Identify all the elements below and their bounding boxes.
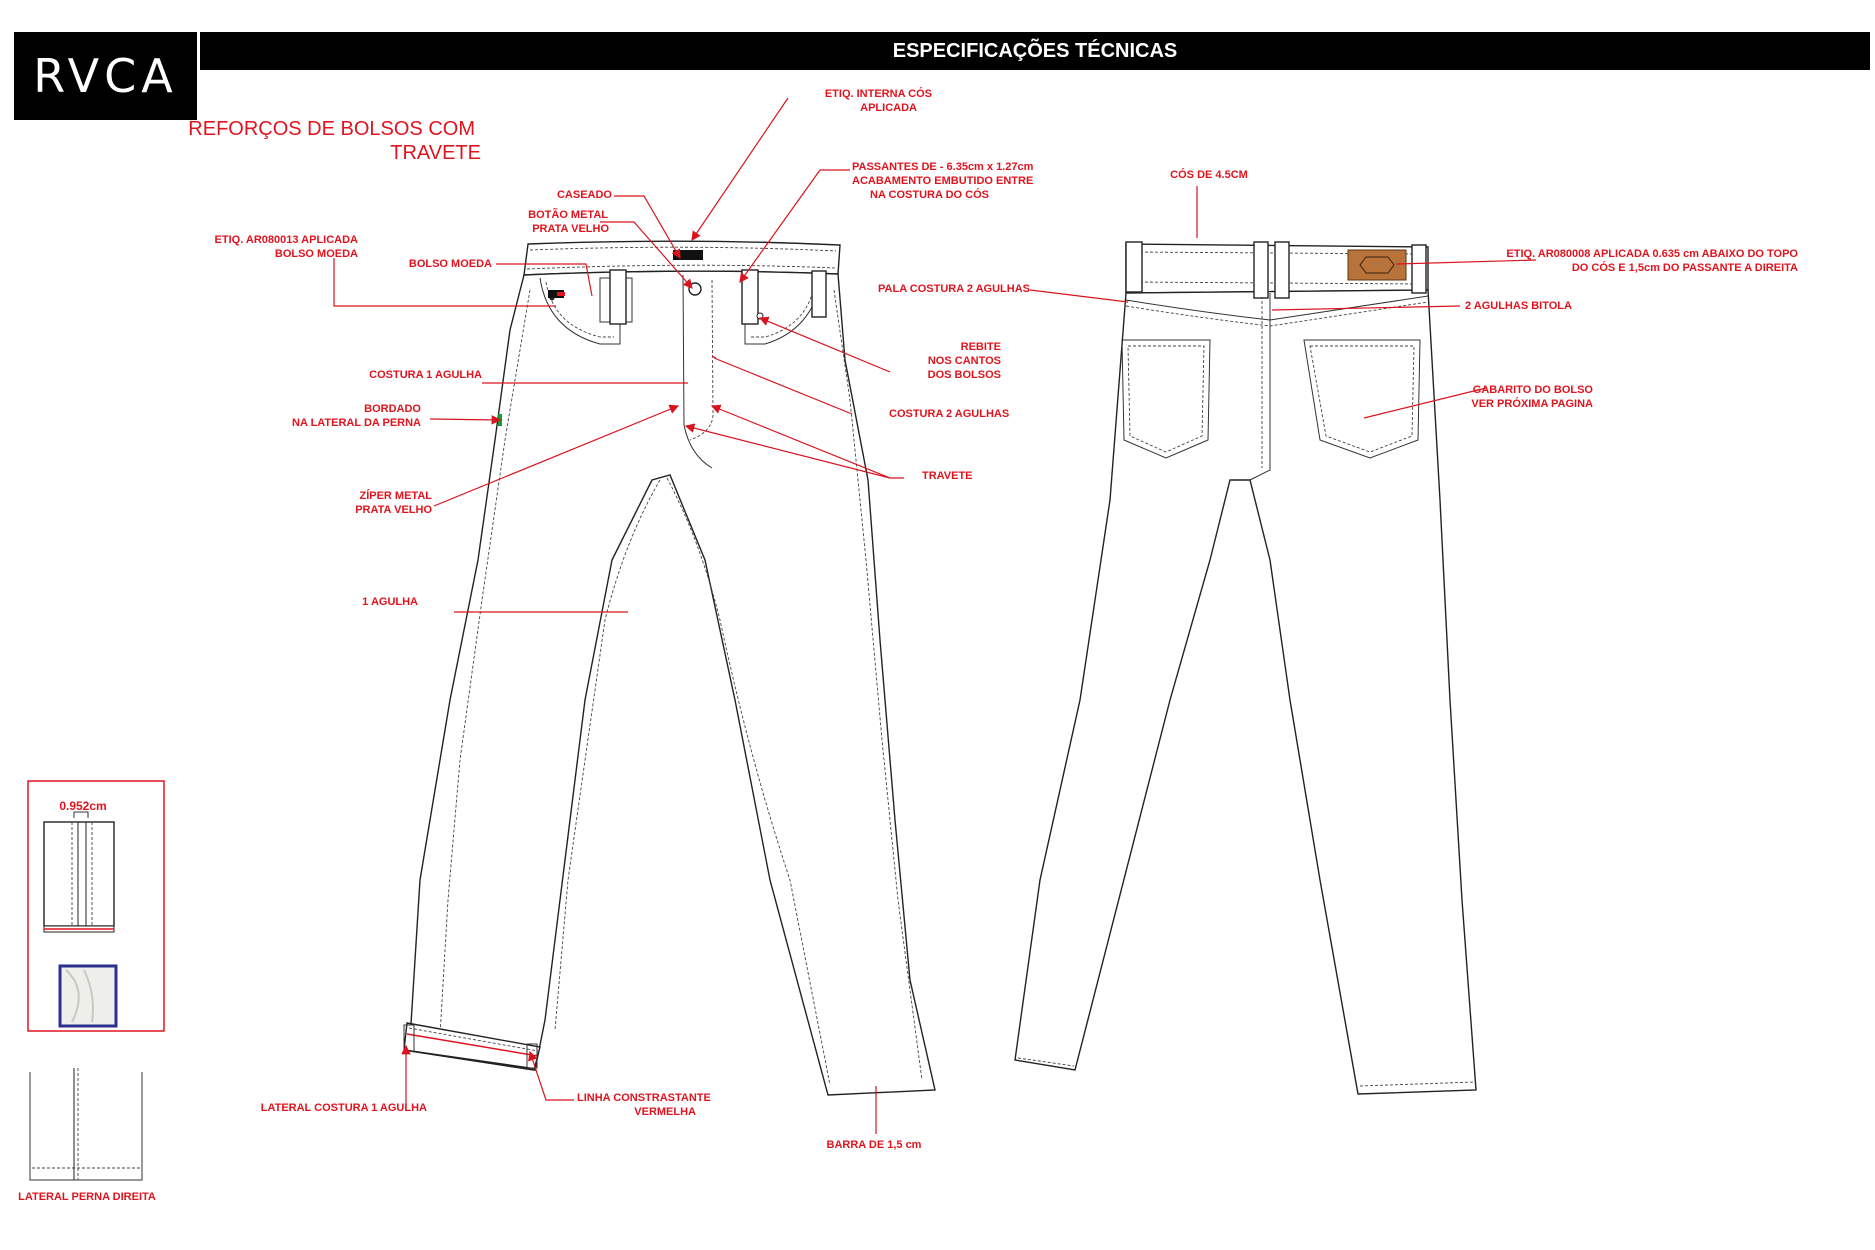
label-caseado: CASEADO [557,189,612,201]
label-botao-1: BOTÃO METAL [528,208,608,221]
label-ziper-1: ZÍPER METAL [359,489,432,502]
label-etiq-interna-1: ETIQ. INTERNA CÓS [825,87,932,100]
label-etiq-moeda-1: ETIQ. AR080013 APLICADA [215,234,359,246]
label-rebite-2: NOS CANTOS [928,355,1001,367]
label-bordado-2: NA LATERAL DA PERNA [292,417,421,429]
label-lateral-costura: LATERAL COSTURA 1 AGULHA [261,1102,427,1114]
label-rebite-3: DOS BOLSOS [928,369,1001,381]
label-passantes-2: ACABAMENTO EMBUTIDO ENTRE [852,175,1033,187]
label-cos: CÓS DE 4.5CM [1170,168,1248,181]
label-linha-contrastante-2: VERMELHA [634,1106,696,1118]
label-botao-2: PRATA VELHO [532,223,609,235]
leader-lines [333,97,1537,1134]
label-gabarito-1: GABARITO DO BOLSO [1473,384,1594,396]
label-costura-1-agulha: COSTURA 1 AGULHA [369,369,482,381]
subtitle-line-1: REFORÇOS DE BOLSOS COM [188,118,475,140]
label-bordado-1: BORDADO [364,403,421,415]
label-etiq-ar080008-2: DO CÓS E 1,5cm DO PASSANTE A DIREITA [1572,261,1798,274]
back-view-jeans [1014,241,1477,1095]
rvca-waist-label-icon [673,250,703,260]
label-pala: PALA COSTURA 2 AGULHAS [878,283,1030,295]
label-lateral-perna: LATERAL PERNA DIREITA [18,1191,156,1203]
label-bolso-moeda: BOLSO MOEDA [409,258,492,270]
label-gabarito-2: VER PRÓXIMA PAGINA [1471,397,1593,410]
hexagon-leather-patch-icon [1347,249,1407,281]
front-view-jeans [403,240,936,1096]
label-travete: TRAVETE [922,470,973,482]
page-title: ESPECIFICAÇÕES TÉCNICAS [892,40,1178,62]
callout-labels: ETIQ. INTERNA CÓS APLICADA CASEADO BOTÃO… [18,87,1798,1203]
subtitle: REFORÇOS DE BOLSOS COM TRAVETE [188,118,481,164]
subtitle-line-2: TRAVETE [390,142,481,164]
label-passantes-3: NA COSTURA DO CÓS [870,188,989,201]
rvca-logo-text: RVCA [33,49,178,103]
title-bar: ESPECIFICAÇÕES TÉCNICAS [200,32,1870,70]
label-1-agulha: 1 AGULHA [362,596,418,608]
detail-box [27,780,165,1032]
label-linha-contrastante-1: LINHA CONSTRASTANTE [577,1092,711,1104]
label-etiq-ar080008-1: ETIQ. AR080008 APLICADA 0.635 cm ABAIXO … [1506,248,1798,260]
rvca-logo: RVCA [14,32,197,120]
label-costura-2-agulhas: COSTURA 2 AGULHAS [889,408,1009,420]
label-rebite-1: REBITE [961,341,1001,353]
label-barra: BARRA DE 1,5 cm [827,1139,922,1151]
label-etiq-interna-2: APLICADA [860,102,917,114]
label-passantes-1: PASSANTES DE - 6.35cm x 1.27cm [852,161,1034,173]
leg-detail [29,1068,143,1181]
label-ziper-2: PRATA VELHO [355,504,432,516]
label-detalhe-medida: 0.952cm [59,799,106,813]
label-2-agulhas-bitola: 2 AGULHAS BITOLA [1465,300,1572,312]
label-etiq-moeda-2: BOLSO MOEDA [275,248,358,260]
